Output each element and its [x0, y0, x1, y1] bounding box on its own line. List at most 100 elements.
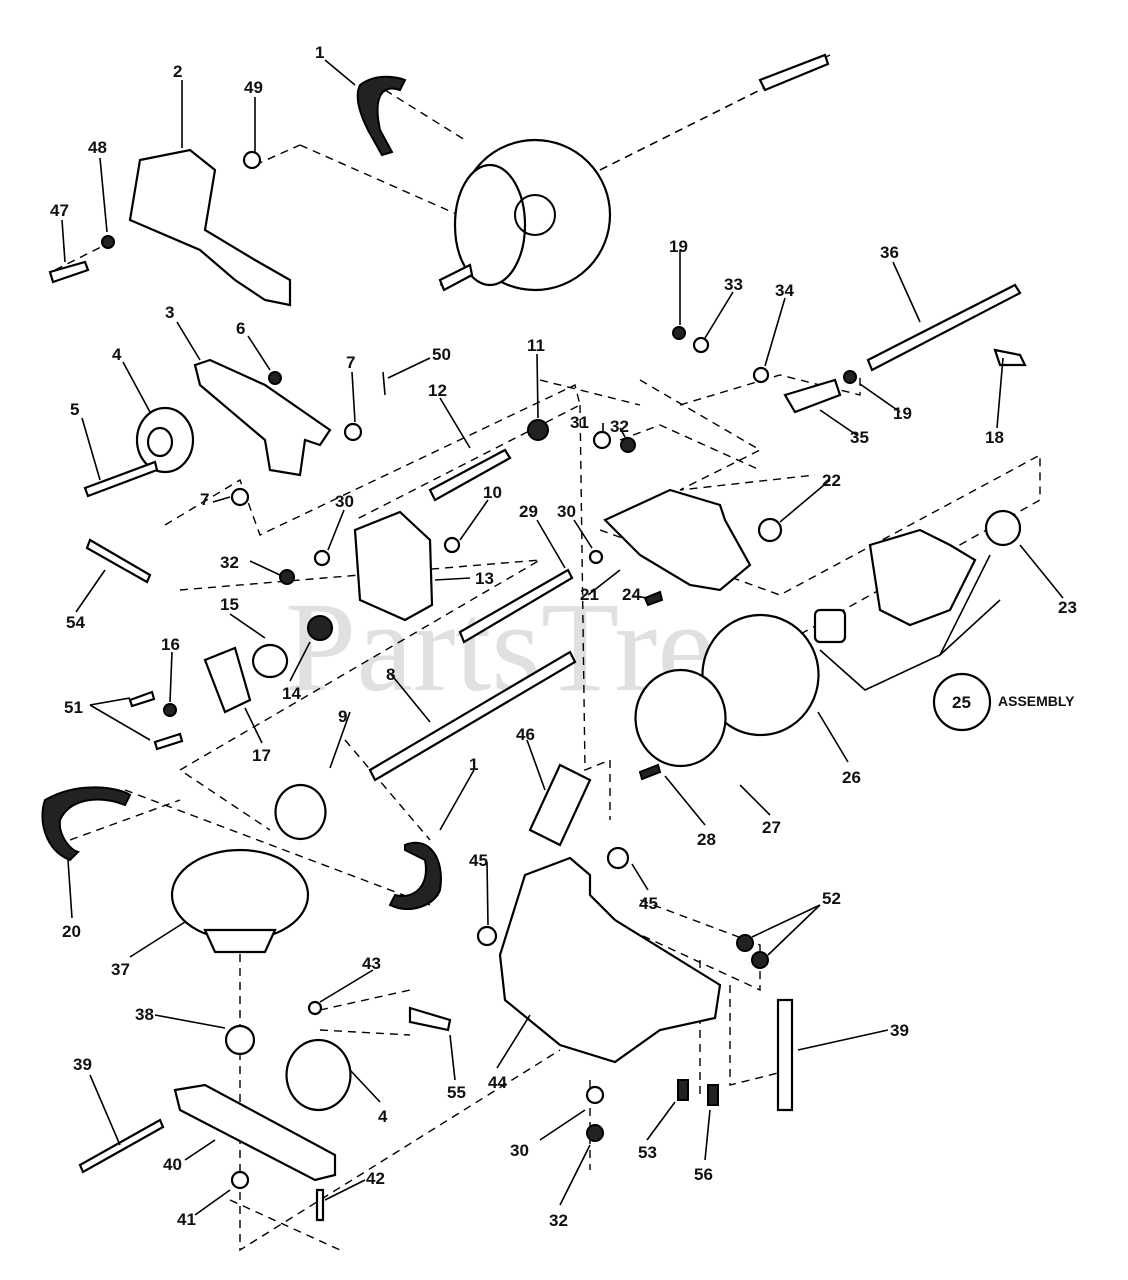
callout-34: 34 [775, 281, 794, 300]
nut-43 [307, 1000, 323, 1016]
callout-47: 47 [50, 201, 69, 220]
bushing-45b [606, 846, 630, 870]
pin-35 [783, 378, 842, 414]
bushing-45a [476, 925, 498, 947]
pulley-4b [285, 1038, 352, 1112]
callout-25: 25 [952, 693, 971, 712]
assembly-circle-25 [932, 672, 992, 732]
callout-31: 31 [570, 413, 589, 432]
idler-arm-3 [193, 358, 332, 477]
callout-27: 27 [762, 818, 781, 837]
callout-5: 5 [70, 400, 79, 419]
belt-guide-20 [41, 786, 132, 862]
shaft-29 [458, 568, 574, 644]
callout-14: 14 [282, 684, 301, 703]
bearing-11 [527, 419, 549, 441]
spring-39b [776, 998, 794, 1112]
washer-10 [443, 536, 461, 554]
callout-21: 21 [580, 585, 599, 604]
callout-39-right: 39 [890, 1021, 909, 1040]
spring-54 [85, 538, 152, 584]
spacer [813, 608, 847, 644]
callout-6: 6 [236, 319, 245, 338]
callout-30-left: 30 [335, 492, 354, 511]
screw-28 [638, 763, 662, 781]
callout-29: 29 [519, 502, 538, 521]
washer-30a [313, 549, 331, 567]
callout-55: 55 [447, 1083, 466, 1102]
callout-50: 50 [432, 345, 451, 364]
bolt-42 [315, 1188, 325, 1222]
callout-45-right: 45 [639, 894, 658, 913]
callout-17: 17 [252, 746, 271, 765]
nut-7a [230, 487, 250, 507]
spring-39a [78, 1118, 165, 1174]
callout-2: 2 [173, 62, 182, 81]
callout-30-mid: 30 [557, 502, 576, 521]
washer-33 [692, 336, 710, 354]
callout-12: 12 [428, 381, 447, 400]
leader-lines [61, 59, 1064, 1216]
plate-27 [634, 668, 727, 768]
transmission-assembly [438, 53, 830, 292]
callout-30-lower: 30 [510, 1141, 529, 1160]
callout-37: 37 [111, 960, 130, 979]
callout-53: 53 [638, 1143, 657, 1162]
nut-7b [343, 422, 363, 442]
callout-45-left: 45 [469, 851, 488, 870]
assembly-bracket-25 [819, 554, 1001, 691]
callout-11: 11 [527, 336, 545, 355]
belt-guide-1b [388, 841, 442, 910]
callout-33: 33 [724, 275, 743, 294]
callout-51: 51 [64, 698, 83, 717]
callout-19-top: 19 [669, 237, 688, 256]
nut-52b [751, 951, 769, 969]
callout-42: 42 [366, 1169, 385, 1188]
seal-23 [984, 509, 1022, 547]
nut-19b [843, 370, 857, 384]
washer-31 [592, 430, 612, 450]
callout-9: 9 [338, 707, 347, 726]
callout-15: 15 [220, 595, 239, 614]
callout-3: 3 [165, 303, 174, 322]
lockwasher-48 [101, 235, 115, 249]
gasket-15 [251, 643, 289, 679]
clip-18 [993, 348, 1027, 367]
callout-28: 28 [697, 830, 716, 849]
bearing-14 [307, 615, 333, 641]
callout-4-top: 4 [112, 345, 122, 364]
callout-54: 54 [66, 613, 85, 632]
callout-32-mid: 32 [610, 417, 629, 436]
callout-22: 22 [822, 471, 841, 490]
callout-1-lower: 1 [469, 755, 478, 774]
callout-49: 49 [244, 78, 263, 97]
bolt-47 [48, 260, 90, 284]
callout-8: 8 [386, 665, 395, 684]
clutch-drum-26 [701, 613, 820, 737]
callout-16: 16 [161, 635, 180, 654]
nut-16 [163, 703, 177, 717]
bolt-5 [83, 460, 159, 498]
bushing-22 [757, 517, 783, 543]
bracket-2 [128, 148, 292, 307]
bolt-24 [643, 590, 664, 607]
cotter-pin-50 [382, 371, 386, 396]
callout-labels: 1 2 49 48 47 3 6 4 5 7 50 7 11 12 19 33 … [50, 43, 1077, 1230]
bolt-51b [153, 732, 184, 751]
callout-32-left: 32 [220, 553, 239, 572]
bushing-38 [224, 1024, 256, 1056]
callout-39-left: 39 [73, 1055, 92, 1074]
callout-19-right: 19 [893, 404, 912, 423]
pulley-37 [170, 848, 310, 942]
callout-23: 23 [1058, 598, 1077, 617]
flange-17 [203, 646, 252, 714]
bolt-56 [707, 1084, 719, 1106]
rod-36 [866, 283, 1022, 372]
arm-40 [173, 1083, 337, 1182]
callout-13: 13 [475, 569, 494, 588]
drive-pulley-9 [274, 783, 327, 841]
callout-1-top: 1 [315, 43, 324, 62]
driveshaft-8 [368, 650, 577, 782]
